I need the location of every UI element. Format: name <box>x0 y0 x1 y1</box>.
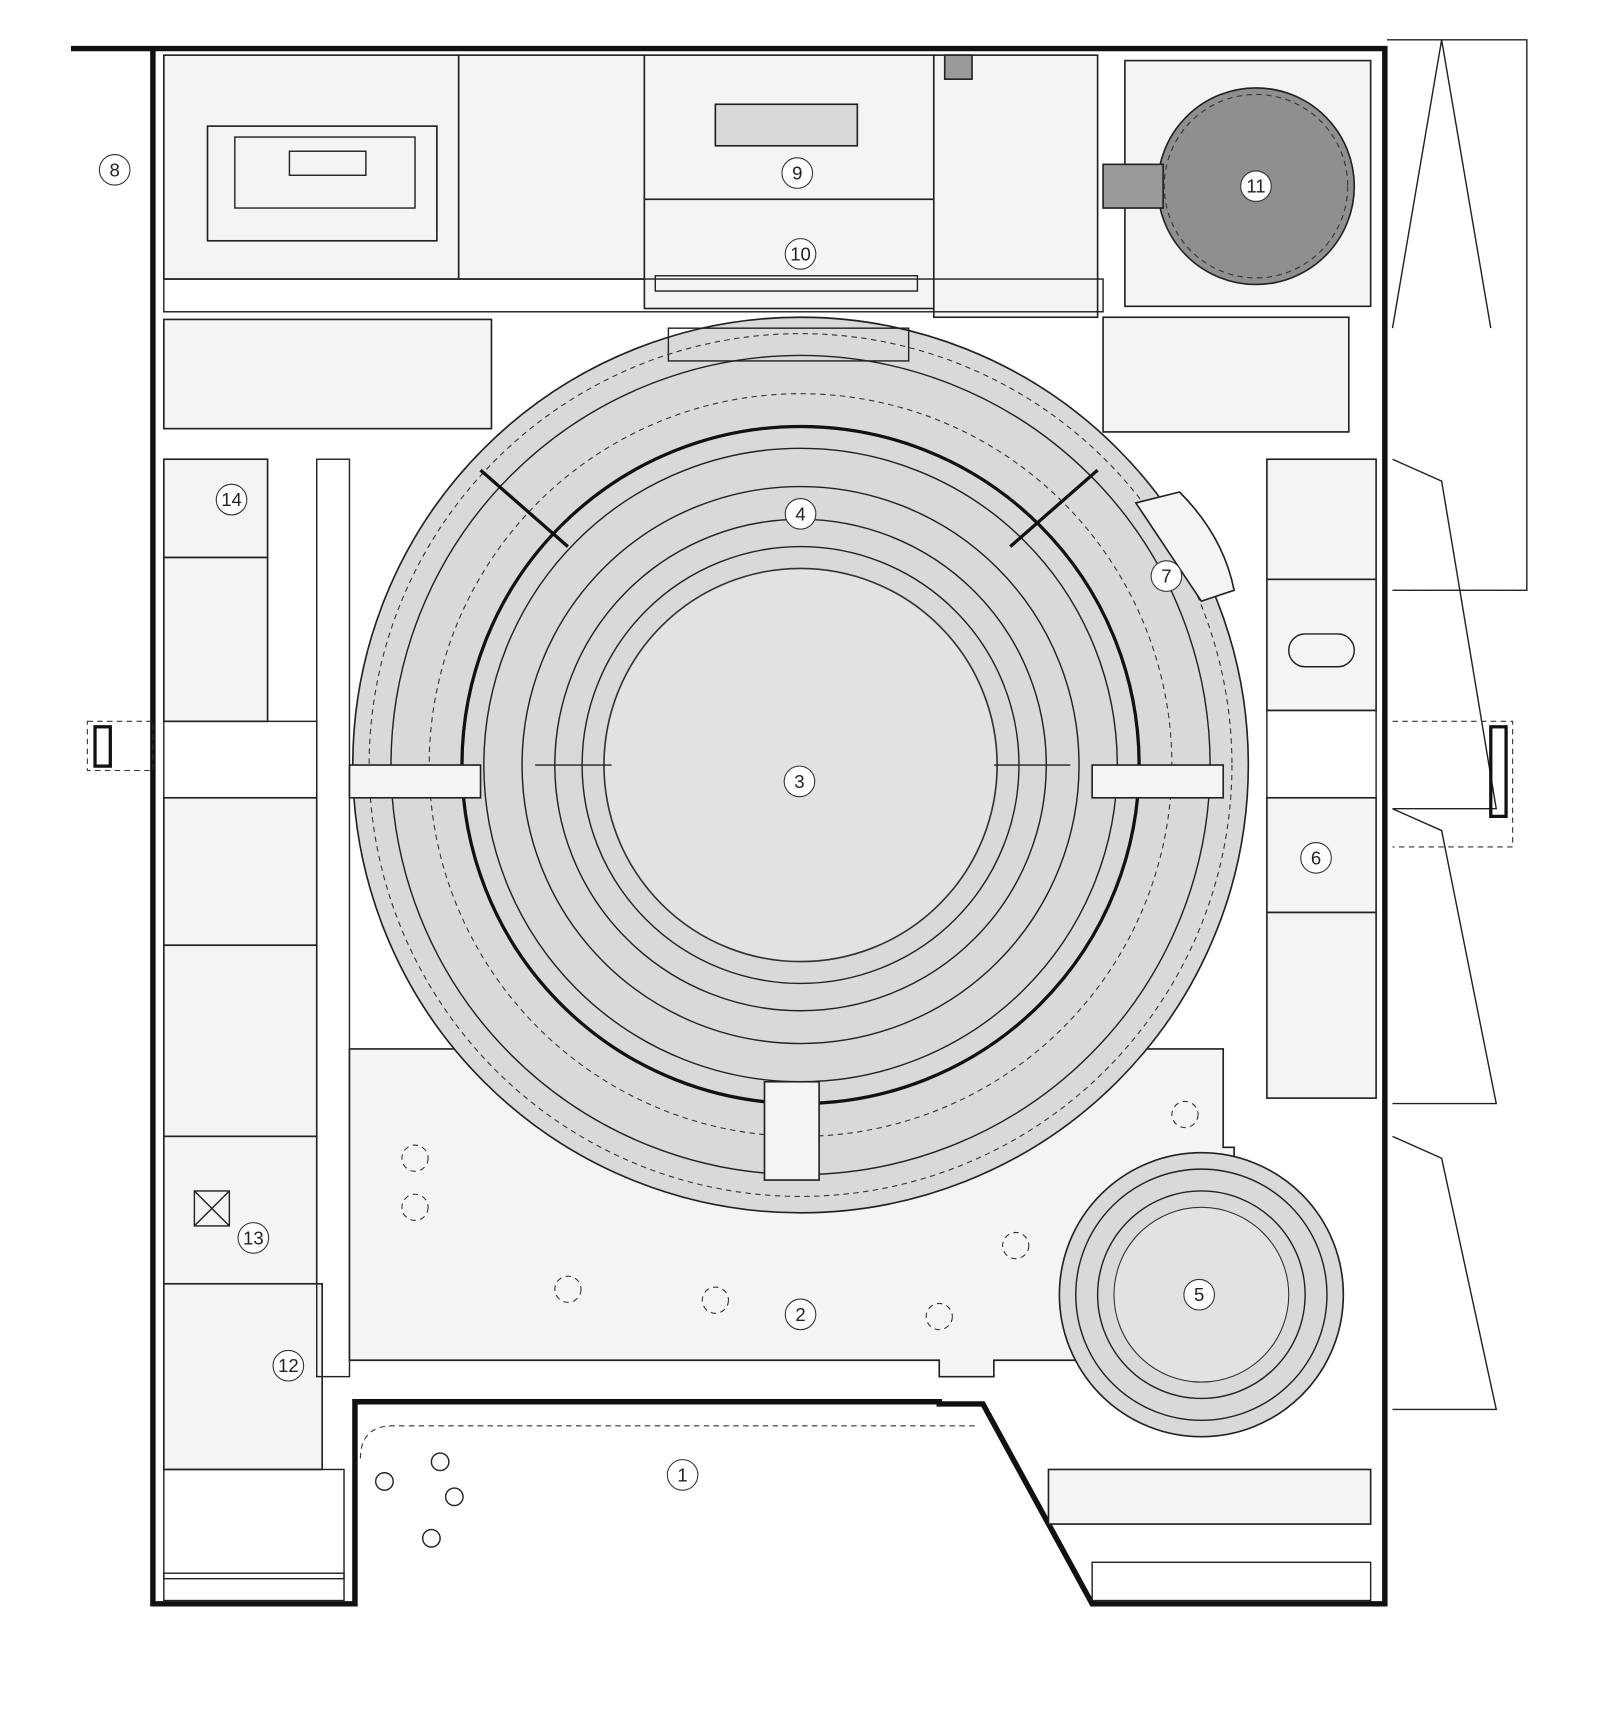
exterior-walls <box>70 39 1530 1607</box>
label-6: 6 <box>1300 842 1332 874</box>
svg-text:14: 14 <box>221 489 242 510</box>
trees <box>374 1452 464 1548</box>
svg-text:8: 8 <box>110 159 120 180</box>
label-3: 3 <box>783 765 816 798</box>
label-8: 8 <box>98 153 131 186</box>
svg-text:12: 12 <box>278 1355 299 1376</box>
label-10: 10 <box>784 238 817 270</box>
side-stage <box>1134 491 1236 603</box>
svg-text:4: 4 <box>795 503 805 524</box>
label-7: 7 <box>1150 560 1183 592</box>
svg-text:6: 6 <box>1311 847 1321 868</box>
svg-text:9: 9 <box>792 163 802 184</box>
svg-text:7: 7 <box>1161 566 1171 587</box>
label-9: 9 <box>781 157 814 189</box>
svg-text:1: 1 <box>677 1464 687 1485</box>
svg-text:11: 11 <box>1246 176 1265 197</box>
label-5: 5 <box>1183 1278 1216 1311</box>
svg-text:2: 2 <box>795 1304 805 1325</box>
east-wing-rooms <box>163 458 1377 1602</box>
label-1: 1 <box>666 1459 699 1491</box>
label-14: 14 <box>215 483 248 516</box>
svg-text:10: 10 <box>790 243 811 264</box>
svg-text:5: 5 <box>1194 1284 1204 1305</box>
label-13: 13 <box>237 1222 270 1254</box>
west-wing-rooms <box>163 458 351 1580</box>
main-auditorium <box>348 316 1250 1214</box>
label-12: 12 <box>272 1349 305 1382</box>
label-11: 11 <box>1240 170 1272 203</box>
svg-text:3: 3 <box>794 771 804 792</box>
label-2: 2 <box>784 1298 817 1331</box>
label-4: 4 <box>784 497 817 530</box>
svg-text:13: 13 <box>243 1227 264 1248</box>
